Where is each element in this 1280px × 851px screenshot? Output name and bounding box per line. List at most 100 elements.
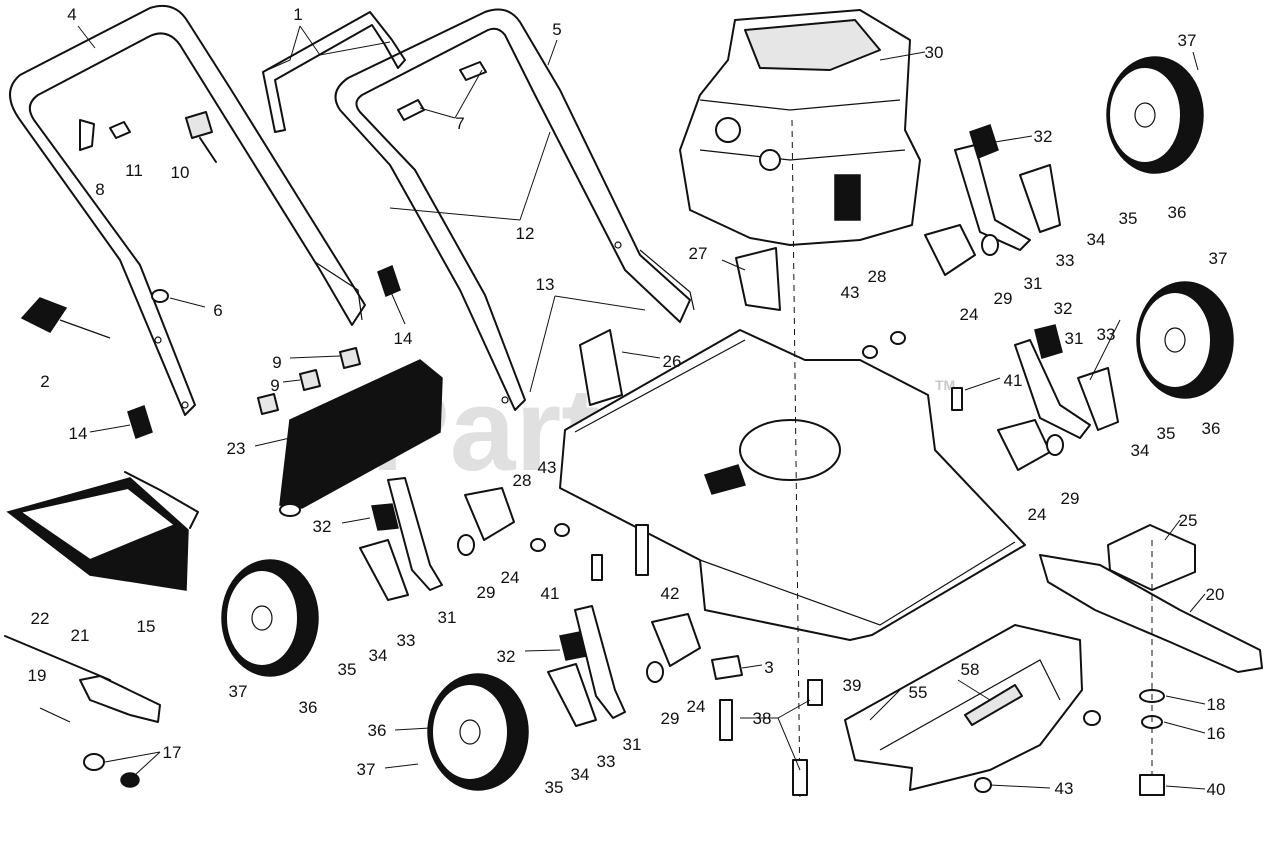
- part-small-hardware: [530, 331, 1101, 796]
- part-rear-door: [279, 359, 443, 517]
- part-mower-deck: [559, 247, 1026, 641]
- callout-36: 36: [1202, 419, 1221, 438]
- part-skirt-bolt: [964, 684, 1023, 726]
- callout-21: 21: [71, 626, 90, 645]
- callout-34: 34: [571, 765, 590, 784]
- callout-36: 36: [299, 698, 318, 717]
- part-wheel-front-left: [221, 559, 319, 677]
- callout-27: 27: [689, 244, 708, 263]
- callout-43: 43: [538, 458, 557, 477]
- callout-12: 12: [516, 224, 535, 243]
- callout-32: 32: [1054, 299, 1073, 318]
- callout-29: 29: [994, 289, 1013, 308]
- callout-29: 29: [661, 709, 680, 728]
- callout-5: 5: [552, 20, 561, 39]
- callout-37: 37: [1178, 31, 1197, 50]
- part-blade-assembly: [1039, 524, 1263, 796]
- callout-35: 35: [1119, 209, 1138, 228]
- callout-11: 11: [125, 161, 143, 180]
- callout-33: 33: [1056, 251, 1075, 270]
- callout-37: 37: [357, 760, 376, 779]
- callout-18: 18: [1207, 695, 1226, 714]
- callout-13: 13: [536, 275, 555, 294]
- part-wheel-rear-left: [427, 673, 529, 791]
- callout-42: 42: [661, 584, 680, 603]
- callout-8: 8: [95, 180, 104, 199]
- part-upper-handle-left: [9, 4, 366, 416]
- part-side-discharge-chute: [6, 471, 199, 591]
- callout-31: 31: [438, 608, 457, 627]
- callout-4: 4: [67, 5, 76, 24]
- callout-32: 32: [1034, 127, 1053, 146]
- callout-35: 35: [545, 778, 564, 797]
- part-rear-skirt: [844, 624, 1083, 791]
- part-engine: [679, 9, 921, 246]
- part-cable-clip: [79, 111, 217, 163]
- callout-38: 38: [753, 709, 772, 728]
- callout-58: 58: [961, 660, 980, 679]
- callout-41: 41: [541, 584, 560, 603]
- callout-29: 29: [1061, 489, 1080, 508]
- callout-31: 31: [1065, 329, 1084, 348]
- part-height-adjuster-rear-right: [924, 124, 1061, 276]
- watermark-tm: TM: [935, 377, 955, 393]
- callout-34: 34: [1131, 441, 1150, 460]
- callout-15: 15: [137, 617, 156, 636]
- callout-41: 41: [1004, 371, 1023, 390]
- part-handle-bolts: [397, 61, 487, 121]
- callout-28: 28: [513, 471, 532, 490]
- callout-23: 23: [227, 439, 246, 458]
- callout-16: 16: [1207, 724, 1226, 743]
- part-hinge-bracket: [4, 635, 161, 788]
- callout-2: 2: [40, 372, 49, 391]
- part-handle-knobs: [20, 264, 401, 439]
- callout-40: 40: [1207, 780, 1226, 799]
- shaft-centerline: [791, 119, 801, 801]
- callout-33: 33: [1097, 325, 1116, 344]
- callout-33: 33: [597, 752, 616, 771]
- callout-34: 34: [369, 646, 388, 665]
- callout-36: 36: [368, 721, 387, 740]
- callout-24: 24: [1028, 505, 1047, 524]
- callout-36: 36: [1168, 203, 1187, 222]
- callout-35: 35: [338, 660, 357, 679]
- part-wheel-front-right: [1136, 281, 1234, 399]
- callout-34: 34: [1087, 230, 1106, 249]
- callout-31: 31: [1024, 274, 1043, 293]
- part-height-adjuster-rear-left: [547, 605, 701, 727]
- callout-22: 22: [31, 609, 50, 628]
- callout-25: 25: [1179, 511, 1198, 530]
- callout-9: 9: [270, 376, 279, 395]
- part-bail-handle: [262, 11, 406, 133]
- callout-28: 28: [868, 267, 887, 286]
- callout-24: 24: [501, 568, 520, 587]
- callout-26: 26: [663, 352, 682, 371]
- callout-30: 30: [925, 43, 944, 62]
- part-wheel-rear-right: [1106, 56, 1204, 174]
- callout-29: 29: [477, 583, 496, 602]
- callout-1: 1: [293, 5, 302, 24]
- callout-14: 14: [69, 424, 88, 443]
- callout-9: 9: [272, 353, 281, 372]
- part-upper-handle-right: [334, 8, 695, 411]
- leader-lines: [77, 25, 1206, 790]
- part-height-adjuster-front-right: [997, 324, 1119, 471]
- part-door-bolts: [257, 347, 361, 415]
- callout-10: 10: [171, 163, 190, 182]
- callout-33: 33: [397, 631, 416, 650]
- callout-14: 14: [394, 329, 413, 348]
- callout-37: 37: [1209, 249, 1228, 268]
- callout-24: 24: [687, 697, 706, 716]
- callout-31: 31: [623, 735, 642, 754]
- callout-24: 24: [960, 305, 979, 324]
- callout-32: 32: [497, 647, 516, 666]
- callout-35: 35: [1157, 424, 1176, 443]
- callout-39: 39: [843, 676, 862, 695]
- callout-37: 37: [229, 682, 248, 701]
- callout-55: 55: [909, 683, 928, 702]
- callout-3: 3: [764, 658, 773, 677]
- callout-6: 6: [213, 301, 222, 320]
- callout-7: 7: [455, 114, 464, 133]
